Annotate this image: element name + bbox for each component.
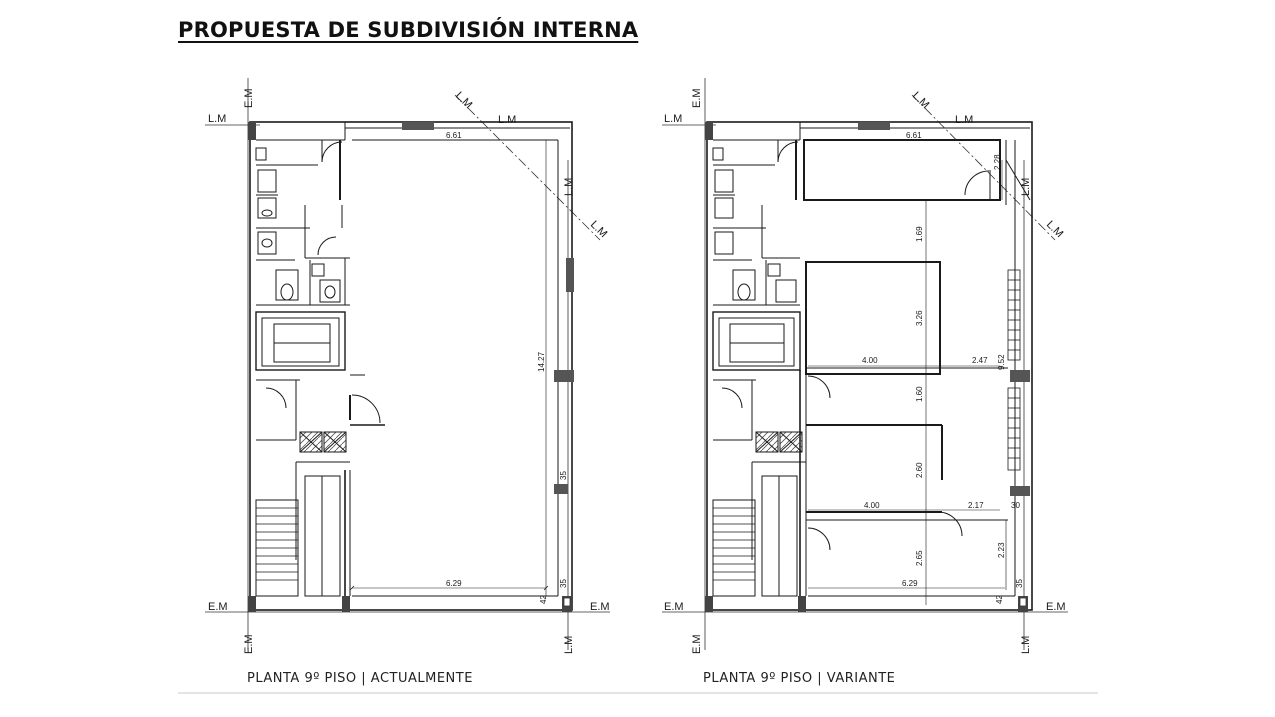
dimension-label: 6.29 bbox=[446, 579, 462, 588]
lm-label: L.M bbox=[664, 113, 682, 125]
dimension-label: 35 bbox=[559, 579, 568, 588]
dimension-label: 2.17 bbox=[968, 501, 984, 510]
em-label: E.M bbox=[664, 601, 684, 613]
dimension-label: 4.00 bbox=[862, 356, 878, 365]
lm-label: L.M bbox=[588, 219, 609, 240]
plan-caption-actual: PLANTA 9º PISO | ACTUALMENTE bbox=[247, 671, 473, 686]
lm-label: L.M bbox=[1020, 636, 1032, 654]
lm-label: L.M bbox=[1044, 219, 1065, 240]
dimension-label: 6.61 bbox=[906, 131, 922, 140]
column bbox=[402, 122, 434, 130]
dimension-label: 4.00 bbox=[864, 501, 880, 510]
lm-label: L.M bbox=[910, 90, 931, 111]
dimension-label: 42 bbox=[995, 595, 1004, 604]
em-label: E.M bbox=[243, 88, 255, 108]
column bbox=[554, 484, 568, 494]
lm-label: L.M bbox=[563, 636, 575, 654]
column bbox=[248, 122, 256, 140]
dimension-label: 35 bbox=[559, 471, 568, 480]
dimension-label: 30 bbox=[1011, 501, 1020, 510]
lm-label: L.M bbox=[498, 114, 516, 126]
plan-caption-variante: PLANTA 9º PISO | VARIANTE bbox=[703, 671, 896, 686]
dimension-label: 2.65 bbox=[915, 550, 924, 566]
page-title: PROPUESTA DE SUBDIVISIÓN INTERNA bbox=[178, 18, 639, 42]
plan-variante bbox=[662, 78, 1068, 650]
dimension-label: 6.29 bbox=[902, 579, 918, 588]
dimension-label: 9.52 bbox=[997, 354, 1006, 370]
elevator-shaft bbox=[255, 311, 346, 371]
dimension-label: 42 bbox=[539, 595, 548, 604]
dimension-label: 3.26 bbox=[915, 310, 924, 326]
dimension-label: 35 bbox=[1015, 579, 1024, 588]
room-middle-1 bbox=[805, 261, 941, 375]
em-label: E.M bbox=[208, 601, 228, 613]
dimension-label: 1.69 bbox=[915, 226, 924, 242]
lm-label: L.M bbox=[453, 90, 474, 111]
dimension-label: 6.61 bbox=[446, 131, 462, 140]
dimension-label: 1.60 bbox=[915, 386, 924, 402]
dimension-label: 2.28 bbox=[993, 154, 1002, 170]
em-label: E.M bbox=[691, 88, 703, 108]
dimension-label: 14.27 bbox=[537, 351, 546, 372]
column bbox=[554, 370, 574, 382]
footer-divider bbox=[178, 692, 1098, 694]
dimension-label: 2.60 bbox=[915, 462, 924, 478]
em-label: E.M bbox=[590, 601, 610, 613]
dimension-label: 2.47 bbox=[972, 356, 988, 365]
em-label: E.M bbox=[691, 634, 703, 654]
lm-label: L.M bbox=[208, 113, 226, 125]
em-label: E.M bbox=[243, 634, 255, 654]
column bbox=[566, 258, 574, 292]
column bbox=[342, 596, 350, 612]
em-label: E.M bbox=[1046, 601, 1066, 613]
dimension-label: 2.23 bbox=[997, 542, 1006, 558]
lm-label: L.M bbox=[563, 178, 575, 196]
room-top bbox=[803, 139, 1001, 201]
lm-label: L.M bbox=[1020, 178, 1032, 196]
plan-actual bbox=[205, 78, 610, 650]
lm-label: L.M bbox=[955, 114, 973, 126]
column bbox=[248, 596, 256, 612]
lm-diagonal bbox=[454, 94, 601, 241]
